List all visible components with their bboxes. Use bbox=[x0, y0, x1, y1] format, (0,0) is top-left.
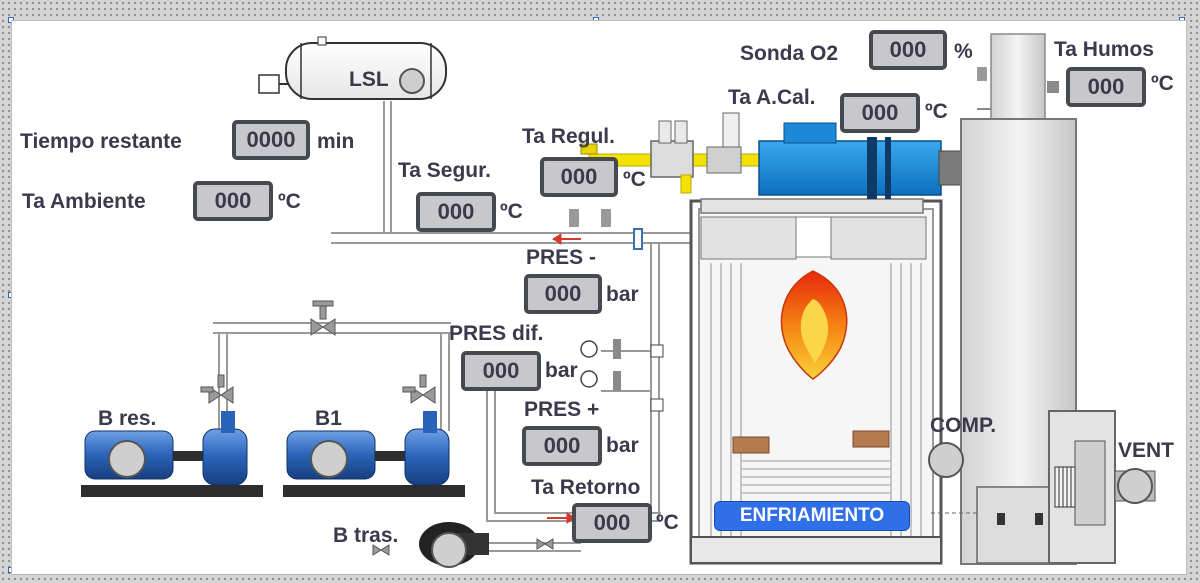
pres-minus-value: 000 bbox=[544, 281, 582, 306]
ta-segur-label: Ta Segur. bbox=[398, 159, 491, 182]
ta-humos-unit: ºC bbox=[1151, 72, 1174, 95]
hmi-screen: LSL Tiempo restante 0000 min Ta Ambiente… bbox=[11, 20, 1187, 575]
lsl-level-switch-indicator[interactable] bbox=[399, 68, 425, 94]
gas-train-icon bbox=[580, 112, 765, 194]
ta-acal-readout[interactable]: 000 bbox=[840, 93, 920, 133]
ta-humos-readout[interactable]: 000 bbox=[1066, 67, 1146, 107]
ta-acal-value: 000 bbox=[861, 100, 899, 125]
ta-humos-label: Ta Humos bbox=[1054, 38, 1154, 61]
sonda-o2-value: 000 bbox=[889, 37, 927, 62]
lsl-label: LSL bbox=[349, 68, 389, 91]
tiempo-restante-label: Tiempo restante bbox=[20, 130, 182, 153]
ta-retorno-value: 000 bbox=[593, 510, 631, 535]
b1-pump-status[interactable] bbox=[310, 440, 348, 478]
b-tras-pump-status[interactable] bbox=[431, 532, 467, 568]
b1-label: B1 bbox=[315, 407, 342, 430]
pressure-gauge-icon bbox=[569, 209, 664, 412]
pres-plus-value: 000 bbox=[543, 433, 581, 458]
ta-humos-value: 000 bbox=[1087, 74, 1125, 99]
ta-regul-unit: ºC bbox=[623, 168, 646, 191]
sonda-o2-readout[interactable]: 000 bbox=[869, 30, 947, 70]
ta-regul-label: Ta Regul. bbox=[522, 125, 615, 148]
flange-icon bbox=[633, 228, 643, 250]
ta-segur-unit: ºC bbox=[500, 200, 523, 223]
ta-segur-value: 000 bbox=[437, 199, 475, 224]
tiempo-restante-readout[interactable]: 0000 bbox=[232, 120, 310, 160]
pres-minus-unit: bar bbox=[606, 283, 639, 306]
ta-segur-readout[interactable]: 000 bbox=[416, 192, 496, 232]
sonda-o2-label: Sonda O2 bbox=[740, 42, 839, 65]
pres-minus-label: PRES - bbox=[526, 246, 597, 269]
pres-dif-value: 000 bbox=[482, 358, 520, 383]
pres-dif-unit: bar bbox=[545, 359, 578, 382]
pres-dif-readout[interactable]: 000 bbox=[461, 351, 541, 391]
ta-ambiente-value: 000 bbox=[214, 188, 252, 213]
ta-retorno-unit: ºC bbox=[656, 511, 679, 534]
ta-acal-label: Ta A.Cal. bbox=[728, 86, 816, 109]
pres-plus-label: PRES + bbox=[524, 398, 600, 421]
burner-icon bbox=[758, 122, 962, 199]
ta-regul-readout[interactable]: 000 bbox=[540, 157, 618, 197]
vent-status[interactable] bbox=[1117, 468, 1153, 504]
b-res-label: B res. bbox=[98, 407, 157, 430]
comp-status[interactable] bbox=[928, 442, 964, 478]
ta-ambiente-readout[interactable]: 000 bbox=[193, 181, 273, 221]
pres-plus-unit: bar bbox=[606, 434, 639, 457]
vent-label: VENT bbox=[1118, 439, 1175, 462]
ta-ambiente-label: Ta Ambiente bbox=[22, 190, 146, 213]
comp-label: COMP. bbox=[930, 414, 997, 437]
sonda-o2-unit: % bbox=[954, 40, 973, 63]
flow-arrow-icon bbox=[547, 233, 581, 524]
tiempo-restante-value: 0000 bbox=[246, 127, 296, 152]
ta-retorno-label: Ta Retorno bbox=[531, 476, 641, 499]
pres-minus-readout[interactable]: 000 bbox=[524, 274, 602, 314]
status-badge: ENFRIAMIENTO bbox=[714, 501, 910, 531]
pres-plus-readout[interactable]: 000 bbox=[522, 426, 602, 466]
pres-dif-label: PRES dif. bbox=[449, 322, 544, 345]
b-res-pump-status[interactable] bbox=[108, 440, 146, 478]
flame-icon bbox=[780, 270, 848, 380]
ta-regul-value: 000 bbox=[560, 164, 598, 189]
ta-ambiente-unit: ºC bbox=[278, 190, 301, 213]
tiempo-restante-unit: min bbox=[317, 130, 355, 153]
valve-icon bbox=[200, 300, 554, 556]
ta-retorno-readout[interactable]: 000 bbox=[572, 503, 652, 543]
b-tras-label: B tras. bbox=[333, 524, 399, 547]
ta-acal-unit: ºC bbox=[925, 100, 948, 123]
